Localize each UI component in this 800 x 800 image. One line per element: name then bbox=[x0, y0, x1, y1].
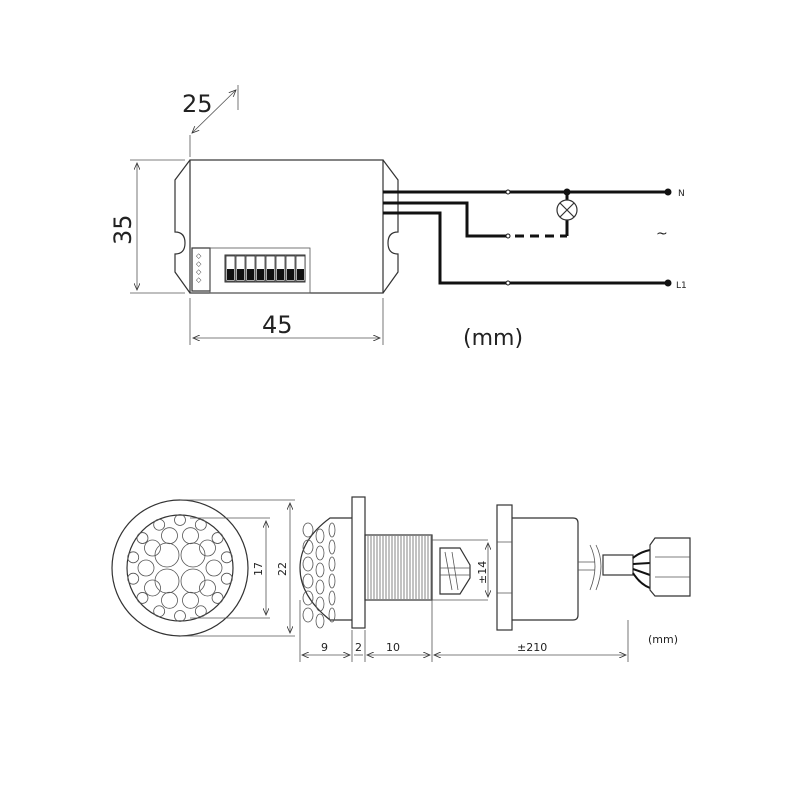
lens-cell bbox=[211, 532, 224, 544]
unit-label-bottom: (mm) bbox=[648, 633, 678, 646]
dim-thread-label: ±14 bbox=[476, 561, 489, 584]
lens-cell bbox=[174, 514, 186, 526]
sensor-side-view bbox=[299, 496, 691, 631]
lens-cell bbox=[174, 610, 186, 622]
dip-switch bbox=[245, 255, 256, 282]
lens-cell bbox=[144, 539, 161, 557]
terminal-n-label: N bbox=[678, 189, 685, 199]
dim-depth-label: 25 bbox=[182, 90, 213, 118]
lens-cell bbox=[153, 605, 166, 618]
ac-symbol: ~ bbox=[656, 226, 668, 242]
lens-cell bbox=[199, 539, 216, 557]
dim-height-label: 35 bbox=[109, 214, 137, 245]
svg-text:◇: ◇ bbox=[196, 252, 202, 260]
dim-outer-diameter-label: 22 bbox=[276, 562, 289, 576]
dip-switch bbox=[225, 255, 236, 282]
lens-cell bbox=[194, 605, 207, 618]
lens-cell bbox=[180, 542, 206, 568]
lens-cell bbox=[154, 568, 180, 594]
lens-cell bbox=[211, 592, 224, 604]
dip-switch bbox=[265, 255, 276, 282]
lens-cell bbox=[144, 579, 161, 597]
terminal-n-dot bbox=[664, 188, 672, 196]
lens-cell bbox=[205, 559, 223, 577]
wiring bbox=[383, 188, 672, 287]
lens-cell bbox=[136, 532, 149, 544]
dip-switch bbox=[235, 255, 246, 282]
dim-dome-label: 9 bbox=[321, 641, 328, 654]
dim-cable-label: ±210 bbox=[517, 641, 547, 654]
dim-width-label: 45 bbox=[262, 311, 293, 339]
lamp-icon bbox=[556, 199, 578, 221]
dip-switch-bank bbox=[224, 254, 306, 283]
dimension-lines-side bbox=[299, 543, 629, 662]
svg-text:◇: ◇ bbox=[196, 268, 202, 276]
dip-switch bbox=[295, 255, 306, 282]
lens-cell bbox=[161, 527, 178, 545]
lens-cell bbox=[182, 527, 199, 545]
dip-switch bbox=[285, 255, 296, 282]
lens-cell bbox=[182, 591, 199, 609]
dimension-lines-top bbox=[130, 85, 384, 345]
terminal-connector: ◇◇ ◇◇ bbox=[191, 247, 311, 294]
lens-cell bbox=[199, 579, 216, 597]
sensor-front-view bbox=[111, 499, 249, 637]
unit-label-top: (mm) bbox=[463, 326, 523, 351]
dimension-lines-front bbox=[180, 499, 295, 637]
svg-text:◇: ◇ bbox=[196, 276, 202, 284]
dip-switch bbox=[255, 255, 266, 282]
lens-cell bbox=[136, 592, 149, 604]
terminal-l1-dot bbox=[664, 279, 672, 287]
lens-cell bbox=[220, 572, 233, 585]
dim-thread-length-label: 10 bbox=[386, 641, 400, 654]
lens-cell bbox=[153, 518, 166, 531]
dip-switch bbox=[275, 255, 286, 282]
dim-flange-label: 2 bbox=[355, 641, 362, 654]
svg-text:◇: ◇ bbox=[196, 260, 202, 268]
lens-cell bbox=[127, 572, 140, 585]
lens-cell bbox=[194, 518, 207, 531]
lens-cell bbox=[220, 551, 233, 564]
lens-cell bbox=[180, 568, 206, 594]
lens-cell bbox=[154, 542, 180, 568]
lens-cell bbox=[161, 591, 178, 609]
dim-inner-diameter-label: 17 bbox=[252, 562, 265, 576]
terminal-l1-label: L1 bbox=[676, 281, 687, 291]
lens-cell bbox=[137, 559, 155, 577]
lens-cell bbox=[127, 551, 140, 564]
